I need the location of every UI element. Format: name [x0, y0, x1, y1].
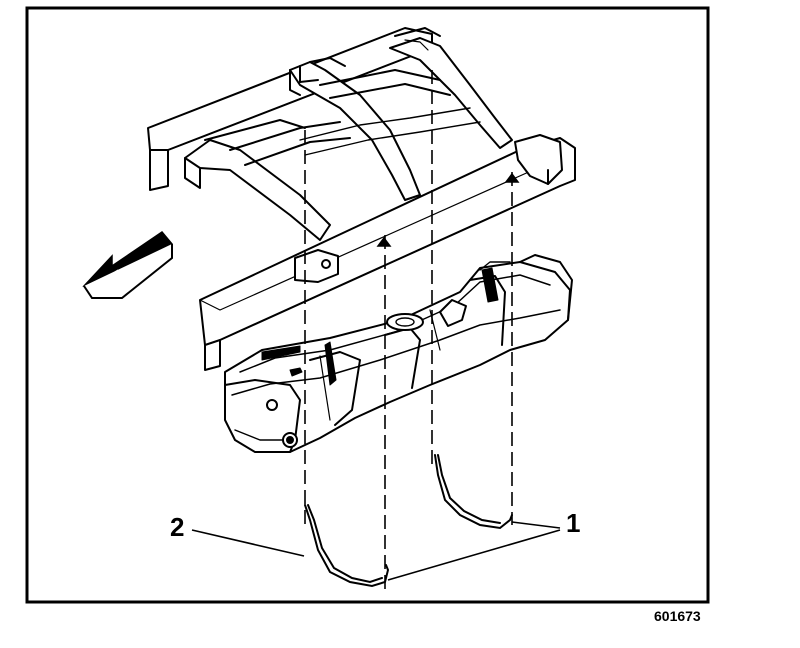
hook-arrow-2	[504, 172, 520, 183]
callout-label-1: 1	[566, 508, 581, 538]
alignment-lines	[304, 70, 513, 590]
leader-line-1b	[387, 529, 561, 581]
fuel-tank-strap-rear	[434, 454, 513, 530]
front-direction-arrow-icon	[82, 230, 174, 299]
rear-crossmember	[389, 37, 513, 149]
fuel-tank-body	[224, 261, 571, 453]
diagram-border	[25, 6, 710, 604]
leader-line-2	[191, 529, 305, 557]
frame-bracket-front-left	[294, 249, 339, 283]
hook-arrow-1	[376, 236, 392, 247]
fuel-tank-strap-illustration	[304, 454, 513, 588]
fuel-tank-illustration	[224, 254, 573, 453]
callout-label-2: 2	[170, 512, 185, 542]
leader-line-1a	[511, 521, 561, 529]
middle-crossmember	[289, 61, 421, 201]
front-crossmember	[184, 139, 331, 241]
frame-bracket-rear-right	[514, 134, 563, 185]
leader-lines	[191, 521, 561, 581]
fuel-filler-neck	[439, 299, 467, 327]
fuel-tank-strap-front	[304, 504, 390, 588]
figure-number: 601673	[654, 608, 701, 624]
